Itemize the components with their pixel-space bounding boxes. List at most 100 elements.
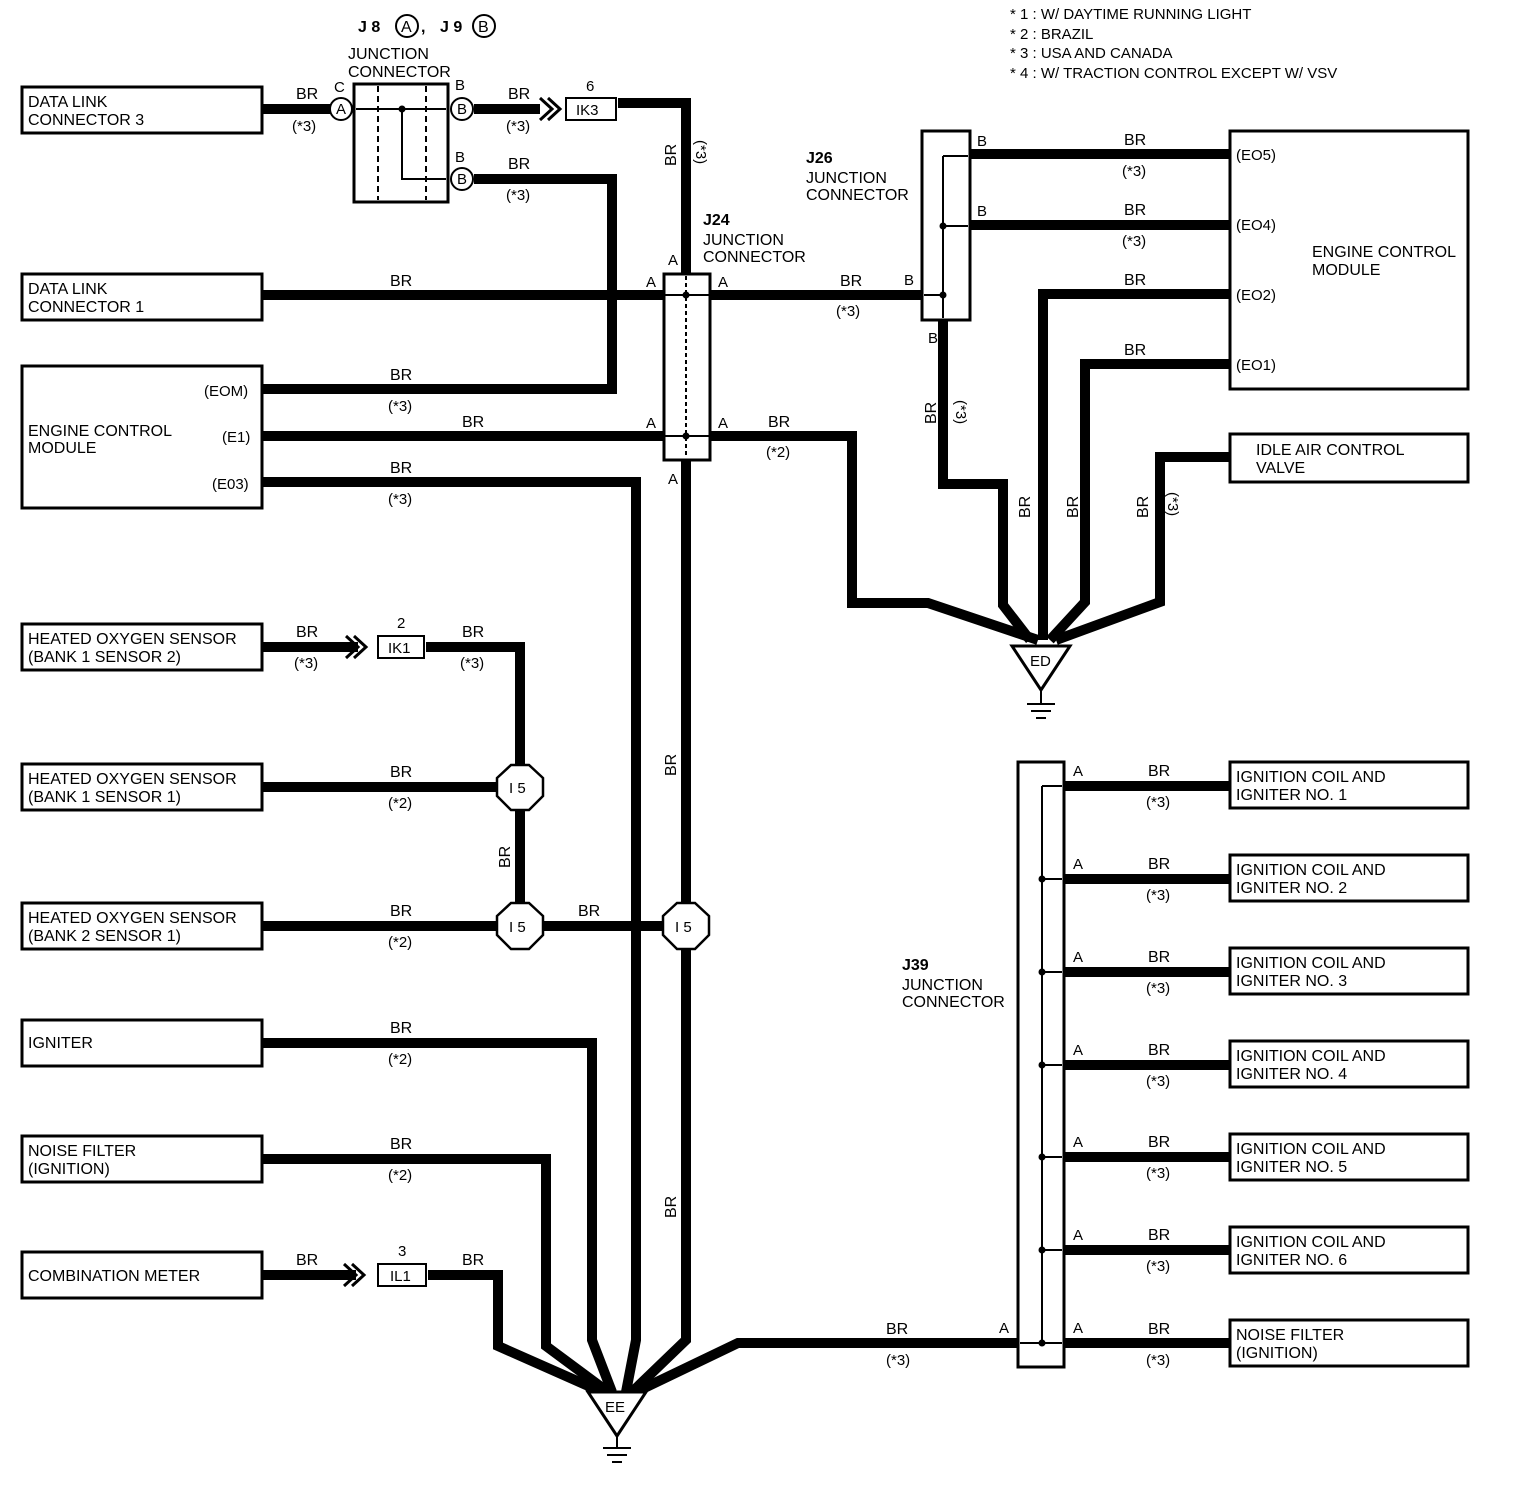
svg-text:(*3): (*3) [1146, 1258, 1170, 1275]
svg-text:(*2): (*2) [766, 444, 790, 461]
svg-text:I 5: I 5 [509, 780, 526, 797]
svg-text:J24: J24 [703, 212, 730, 229]
svg-text:BR: BR [663, 754, 680, 776]
note-1: * 1 : W/ DAYTIME RUNNING LIGHT [1010, 6, 1251, 23]
svg-text:(*3): (*3) [1164, 492, 1181, 516]
svg-text:BR: BR [1124, 132, 1146, 149]
svg-text:B: B [977, 133, 987, 150]
coil1-box: IGNITION COIL AND IGNITER NO. 1 [1228, 760, 1470, 810]
svg-text:BR: BR [1124, 202, 1146, 219]
connector-ik3: IK3 6 [565, 78, 617, 121]
svg-text:ENGINE CONTROL: ENGINE CONTROL [28, 423, 172, 440]
coil3-box: IGNITION COIL AND IGNITER NO. 3 [1228, 946, 1470, 996]
svg-text:BR: BR [1148, 856, 1170, 873]
svg-text:(*3): (*3) [460, 655, 484, 672]
svg-text:BR: BR [390, 1020, 412, 1037]
svg-text:CONNECTOR 1: CONNECTOR 1 [28, 299, 144, 316]
svg-text:6: 6 [586, 78, 594, 95]
wire-color-labels: BR BR BR BR BR BR BR BR BR BR BR BR BR B… [296, 86, 1170, 1338]
dlc3-box: DATA LINK CONNECTOR 3 [20, 85, 264, 135]
svg-text:BR: BR [1148, 1134, 1170, 1151]
j24-junction: J24 JUNCTION CONNECTOR A A A A A A [646, 212, 806, 488]
svg-text:B: B [977, 203, 987, 220]
svg-text:(IGNITION): (IGNITION) [1236, 1345, 1318, 1362]
svg-text:J 8: J 8 [358, 19, 380, 36]
svg-text:ENGINE CONTROL: ENGINE CONTROL [1312, 244, 1456, 261]
svg-text:(*3): (*3) [1146, 1165, 1170, 1182]
svg-text:HEATED OXYGEN SENSOR: HEATED OXYGEN SENSOR [28, 771, 237, 788]
ecm-left-box: ENGINE CONTROL MODULE (EOM) (E1) (E03) [20, 364, 264, 510]
svg-text:HEATED OXYGEN SENSOR: HEATED OXYGEN SENSOR [28, 910, 237, 927]
svg-text:(*3): (*3) [692, 140, 709, 164]
svg-text:BR: BR [296, 624, 318, 641]
ecm-pin-eo5: (EO5) [1236, 147, 1276, 164]
note-3: * 3 : USA AND CANADA [1010, 45, 1173, 62]
svg-text:A: A [668, 252, 678, 269]
svg-text:NOISE FILTER: NOISE FILTER [1236, 1327, 1344, 1344]
option-markers: (*3) (*3) (*3) (*3) (*3) (*2) (*3) (*3) … [292, 118, 1181, 1369]
svg-text:A: A [336, 101, 346, 118]
svg-text:NOISE FILTER: NOISE FILTER [28, 1143, 136, 1160]
svg-text:BR: BR [886, 1321, 908, 1338]
svg-text:JUNCTION: JUNCTION [348, 46, 429, 63]
coil4-box: IGNITION COIL AND IGNITER NO. 4 [1228, 1039, 1470, 1089]
noise-filter-left-box: NOISE FILTER (IGNITION) [20, 1134, 264, 1184]
svg-text:IGNITION COIL AND: IGNITION COIL AND [1236, 862, 1386, 879]
connector-il1: IL1 3 [377, 1243, 427, 1287]
svg-text:(*3): (*3) [294, 655, 318, 672]
svg-text:(*3): (*3) [1146, 794, 1170, 811]
svg-text:B: B [478, 19, 489, 36]
svg-text:MODULE: MODULE [28, 440, 96, 457]
svg-text:(*3): (*3) [388, 491, 412, 508]
svg-text:BR: BR [768, 414, 790, 431]
svg-text:IGNITER NO. 5: IGNITER NO. 5 [1236, 1159, 1347, 1176]
svg-text:(*3): (*3) [886, 1352, 910, 1369]
svg-text:IGNITION COIL AND: IGNITION COIL AND [1236, 1048, 1386, 1065]
svg-text:COMBINATION METER: COMBINATION METER [28, 1268, 200, 1285]
svg-text:EE: EE [605, 1399, 625, 1416]
svg-text:BR: BR [1148, 1042, 1170, 1059]
dlc1-box: DATA LINK CONNECTOR 1 [20, 272, 264, 322]
svg-text:IGNITION COIL AND: IGNITION COIL AND [1236, 955, 1386, 972]
svg-text:BR: BR [462, 1252, 484, 1269]
svg-text:CONNECTOR: CONNECTOR [902, 994, 1005, 1011]
svg-text:C: C [334, 79, 345, 96]
svg-text:JUNCTION: JUNCTION [806, 170, 887, 187]
hos-b2s1-box: HEATED OXYGEN SENSOR (BANK 2 SENSOR 1) [20, 901, 264, 951]
svg-text:(*3): (*3) [952, 400, 969, 424]
svg-text:BR: BR [1148, 949, 1170, 966]
igniter-box: IGNITER [20, 1018, 264, 1068]
ecm-right-box: ENGINE CONTROL MODULE (EO5) (EO4) (EO2) … [1228, 129, 1470, 391]
svg-text:IGNITER NO. 4: IGNITER NO. 4 [1236, 1066, 1347, 1083]
svg-text:(*2): (*2) [388, 1167, 412, 1184]
svg-text:B: B [455, 77, 465, 94]
svg-text:BR: BR [462, 624, 484, 641]
svg-text:(*3): (*3) [836, 303, 860, 320]
noise-filter-right-box: NOISE FILTER (IGNITION) [1228, 1318, 1470, 1368]
svg-text:BR: BR [578, 903, 600, 920]
svg-text:BR: BR [1124, 272, 1146, 289]
svg-text:A: A [999, 1320, 1009, 1337]
svg-text:BR: BR [923, 402, 940, 424]
coil5-box: IGNITION COIL AND IGNITER NO. 5 [1228, 1132, 1470, 1182]
svg-text:A: A [1073, 1134, 1083, 1151]
connector-ik1: IK1 2 [377, 615, 425, 659]
svg-text:A: A [718, 415, 728, 432]
svg-text:BR: BR [390, 903, 412, 920]
svg-text:(BANK 1 SENSOR 2): (BANK 1 SENSOR 2) [28, 649, 181, 666]
svg-text:B: B [928, 330, 938, 347]
svg-text:A: A [1073, 1227, 1083, 1244]
svg-text:IGNITION COIL AND: IGNITION COIL AND [1236, 769, 1386, 786]
svg-text:J26: J26 [806, 150, 833, 167]
svg-text:IGNITION COIL AND: IGNITION COIL AND [1236, 1234, 1386, 1251]
notes-legend: * 1 : W/ DAYTIME RUNNING LIGHT * 2 : BRA… [1010, 6, 1337, 82]
iacv-box: IDLE AIR CONTROL VALVE [1228, 432, 1470, 484]
svg-text:ED: ED [1030, 653, 1051, 670]
svg-text:(*2): (*2) [388, 934, 412, 951]
ecm-pin-eo2: (EO2) [1236, 287, 1276, 304]
svg-text:A: A [646, 274, 656, 291]
svg-text:IDLE AIR CONTROL: IDLE AIR CONTROL [1256, 442, 1405, 459]
svg-text:IK3: IK3 [576, 102, 599, 119]
svg-text:A: A [668, 471, 678, 488]
